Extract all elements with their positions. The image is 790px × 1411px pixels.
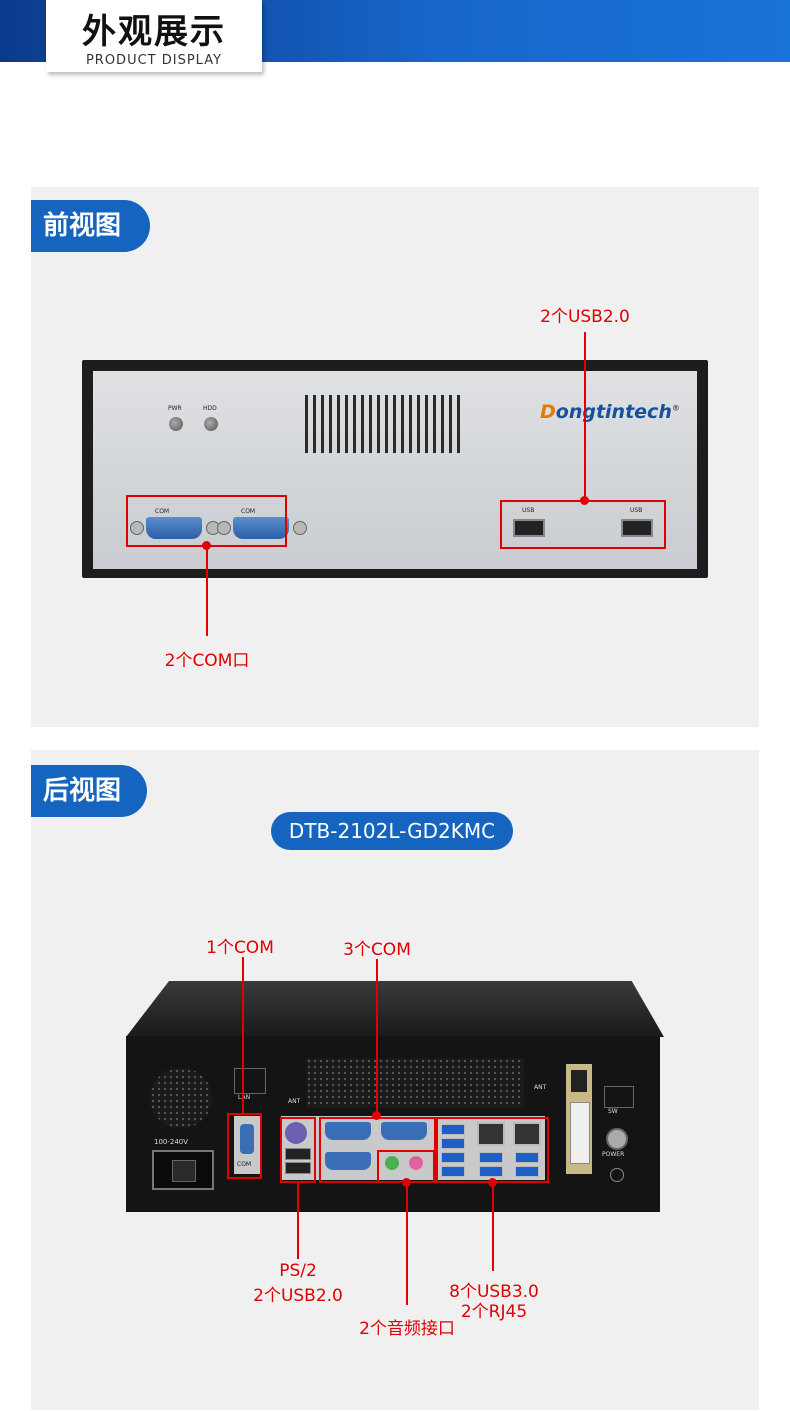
rear-com-port-b [381, 1122, 427, 1140]
usb3-callout-line [492, 1183, 494, 1271]
front-device: PWR HDD Dongtintech® COM COM USB USB [82, 360, 708, 578]
fan-grille-top [306, 1058, 524, 1108]
rear-usb2-port-2 [285, 1162, 311, 1174]
front-com-port-1 [146, 517, 202, 539]
lan-label: LAN [238, 1094, 251, 1101]
usb-2-label: USB [630, 507, 643, 514]
screw-icon [130, 521, 144, 535]
com-highlight-box [126, 495, 287, 547]
com-2-label: COM [241, 508, 256, 515]
rear-com-label: COM [237, 1161, 252, 1168]
three-com-callout-label: 3个COM [343, 940, 411, 960]
usb3-port [515, 1166, 539, 1177]
usb3-callout-dot [488, 1178, 497, 1187]
front-usb-port-2 [621, 519, 653, 537]
audio-jack-pink [409, 1156, 423, 1170]
rear-com-port-c [325, 1152, 371, 1170]
ps2-callout-label-1: PS/2 [279, 1261, 317, 1281]
usb3-port [441, 1124, 465, 1135]
page-subtitle: PRODUCT DISPLAY [85, 53, 223, 68]
screw-icon [217, 521, 231, 535]
usb3-port [479, 1152, 503, 1163]
rear-usb2-port-1 [285, 1148, 311, 1160]
hdd-label: HDD [203, 405, 217, 412]
front-com-port-2 [233, 517, 289, 539]
audio-callout-label: 2个音频接口 [359, 1319, 455, 1339]
lan-port-top [234, 1068, 266, 1094]
usb-callout-dot [580, 496, 589, 505]
audio-callout-line [406, 1183, 408, 1305]
pwr-label: PWR [168, 405, 182, 412]
expansion-bracket [566, 1064, 592, 1174]
rj45-port-2 [513, 1122, 541, 1146]
voltage-label: 100-240V [154, 1138, 189, 1146]
usb3-callout-label-1: 8个USB3.0 [449, 1282, 539, 1302]
front-vent [305, 395, 465, 455]
usb-1-label: USB [522, 507, 535, 514]
rear-com-port [240, 1124, 254, 1154]
front-view-label: 前视图 [31, 200, 150, 252]
ant-label-1: ANT [288, 1098, 301, 1105]
io-panel [281, 1116, 545, 1180]
rear-view-label: 后视图 [31, 765, 147, 817]
one-com-callout-line [242, 957, 244, 1115]
three-com-callout-dot [372, 1111, 381, 1120]
usb3-port [441, 1152, 465, 1163]
hdmi-port [571, 1070, 587, 1092]
sw-label: SW [608, 1108, 618, 1115]
title-card: 外观展示 PRODUCT DISPLAY [46, 0, 262, 72]
ps2-callout-line [297, 1183, 299, 1259]
audio-jack-green [385, 1156, 399, 1170]
sw-button[interactable] [604, 1086, 634, 1108]
one-com-highlight-box [227, 1113, 262, 1179]
com-callout-label: 2个COM口 [164, 651, 250, 671]
rj45-port-1 [477, 1122, 505, 1146]
rear-com-port-a [325, 1122, 371, 1140]
audio-callout-dot [402, 1178, 411, 1187]
power-inlet [152, 1150, 214, 1190]
power-label: POWER [602, 1151, 625, 1158]
rear-com-area: COM [234, 1116, 260, 1174]
ps2-highlight-box [280, 1117, 316, 1183]
usb-callout-label: 2个USB2.0 [540, 307, 630, 327]
usb3-port [479, 1166, 503, 1177]
page-title: 外观展示 [82, 12, 226, 52]
hdd-led [204, 417, 218, 431]
usb-highlight-box [500, 500, 666, 549]
brand-first-letter: D [540, 401, 556, 423]
fan-grille-left [150, 1068, 212, 1128]
pwr-led [169, 417, 183, 431]
front-faceplate: PWR HDD Dongtintech® COM COM USB USB [93, 371, 697, 569]
model-badge: DTB-2102L-GD2KMC [271, 812, 513, 850]
rear-device: 100-240V LAN ANT ANT COM SW POWER [126, 1036, 660, 1212]
ps2-port [285, 1122, 307, 1144]
screw-icon [293, 521, 307, 535]
usb3-port [441, 1138, 465, 1149]
com-1-label: COM [155, 508, 170, 515]
ground-icon [610, 1168, 624, 1182]
three-com-callout-line [376, 959, 378, 1115]
usb3-rj45-highlight-box [436, 1117, 549, 1183]
power-button[interactable] [606, 1128, 628, 1150]
brand-mark: ® [671, 403, 680, 413]
usb3-port [441, 1166, 465, 1177]
com-callout-line [206, 546, 208, 636]
dvi-port [570, 1102, 590, 1164]
brand-logo: Dongtintech® [540, 401, 680, 423]
rear-chassis-top [126, 981, 664, 1037]
ant-label-2: ANT [534, 1084, 547, 1091]
ps2-callout-label-2: 2个USB2.0 [253, 1286, 343, 1306]
usb3-callout-label-2: 2个RJ45 [460, 1302, 528, 1322]
front-usb-port-1 [513, 519, 545, 537]
one-com-callout-label: 1个COM [206, 938, 274, 958]
usb3-port [515, 1152, 539, 1163]
brand-name: ongtintech [555, 401, 672, 423]
usb-callout-line [584, 332, 586, 498]
com-callout-dot [202, 541, 211, 550]
